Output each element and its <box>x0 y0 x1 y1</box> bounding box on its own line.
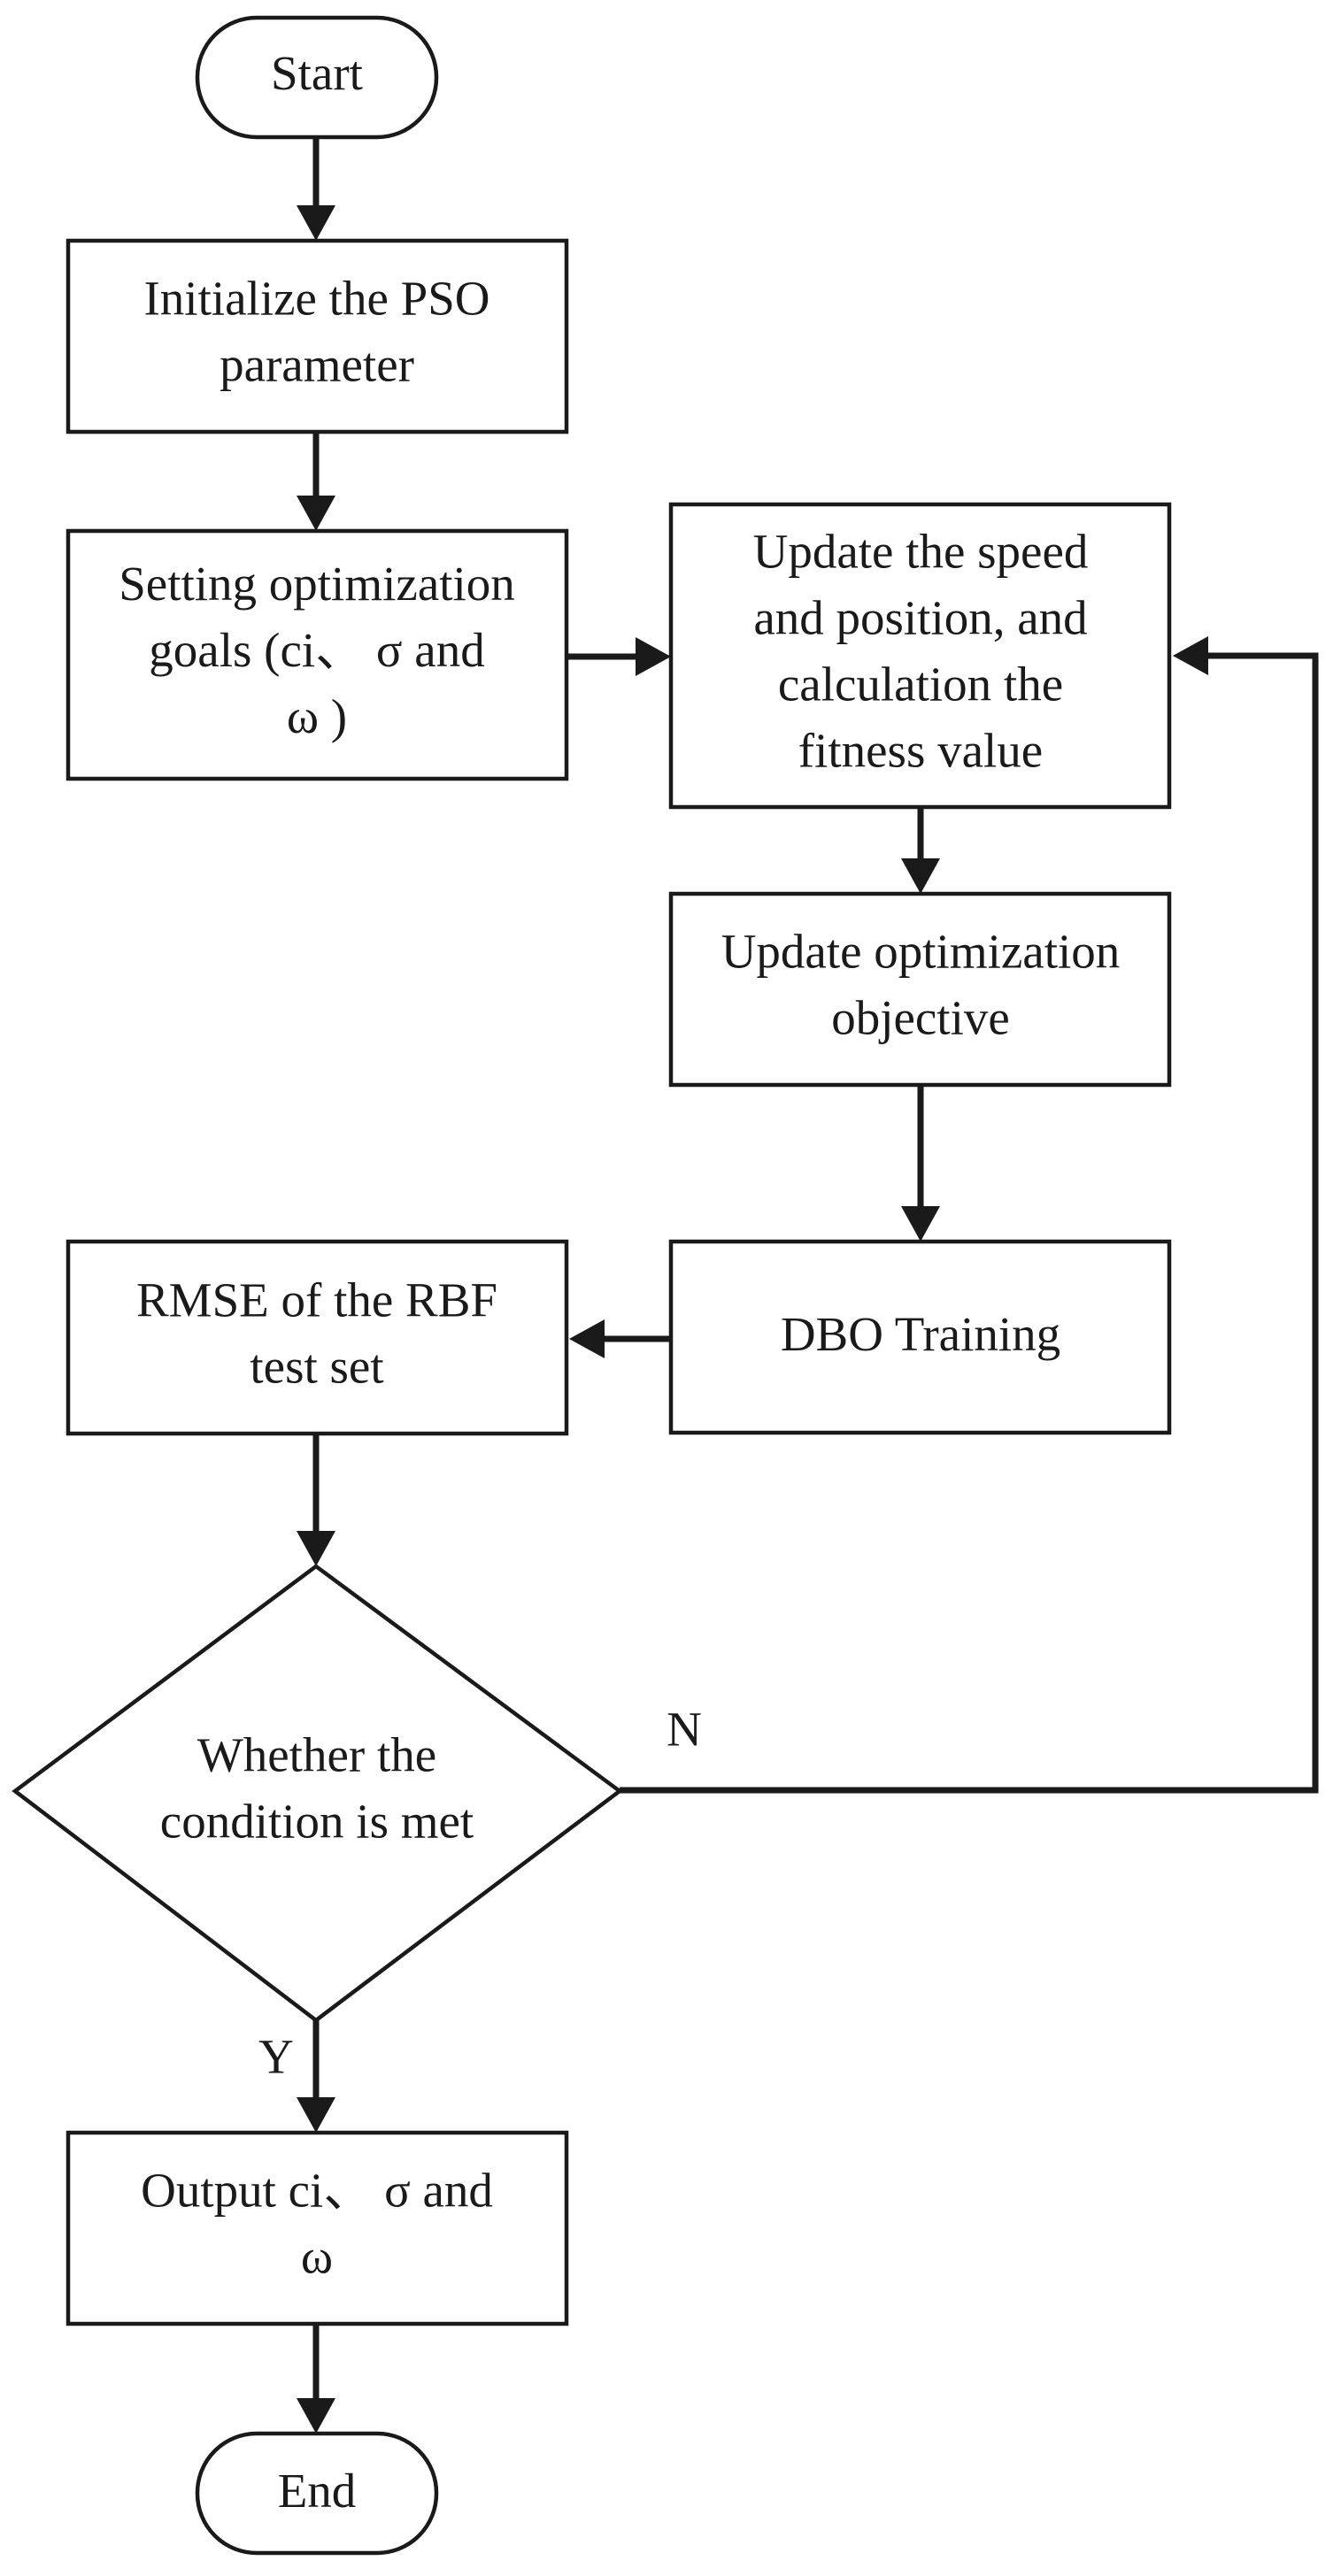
start-label-line: Start <box>271 46 363 100</box>
rmse-label-line: test set <box>250 1339 383 1393</box>
update-objective-label: Update optimization objective <box>721 924 1121 1044</box>
node-labels: Start Initialize the PSO parameter Settin… <box>119 46 1120 2518</box>
arrowhead-rmse-to-decision <box>297 1531 335 1566</box>
update-obj-label-line: objective <box>831 990 1010 1044</box>
node-shapes <box>12 15 1172 2556</box>
update-speed-label-line: fitness value <box>798 723 1043 777</box>
connectors <box>297 137 1319 2434</box>
update-obj-label-line: Update optimization <box>721 924 1121 978</box>
arrow-decision-no-loop <box>620 652 1319 1794</box>
update-speed-process-box <box>668 502 1172 810</box>
output-label-line: Output ci、 σ and <box>141 2163 493 2217</box>
init-label: Initialize the PSO parameter <box>143 271 489 391</box>
start-label: Start <box>271 46 363 100</box>
decision-label: Whether the condition is met <box>160 1727 474 1848</box>
init-process-box <box>66 238 569 434</box>
start-terminal <box>195 15 439 140</box>
goals-process-box <box>66 528 569 781</box>
update-speed-label: Update the speed and position, and calcula… <box>753 524 1089 777</box>
output-process-box <box>66 2130 569 2326</box>
arrowhead-goals-to-update-speed <box>636 637 671 676</box>
goals-label-line: ω ) <box>287 689 347 743</box>
goals-label: Setting optimization goals (ci、 σ and ω ) <box>119 557 515 743</box>
yes-branch-label: Y <box>258 2030 294 2084</box>
init-label-line: parameter <box>220 337 414 391</box>
end-terminal <box>195 2431 439 2556</box>
arrowhead-decision-no-loop <box>1173 636 1208 675</box>
update-speed-label-line: and position, and <box>753 590 1087 644</box>
no-branch-label: N <box>667 1703 702 1757</box>
rmse-process-box <box>66 1239 569 1436</box>
arrowhead-init-to-goals <box>297 496 335 531</box>
dbo-training-process-box <box>668 1239 1172 1435</box>
rmse-label: RMSE of the RBF test set <box>136 1273 497 1393</box>
arrowhead-start-to-init <box>297 205 335 241</box>
decision-label-line: condition is met <box>160 1794 474 1848</box>
update-objective-process-box <box>668 891 1172 1088</box>
dbo-training-label: DBO Training <box>781 1307 1060 1361</box>
end-label: End <box>278 2464 357 2518</box>
condition-decision-diamond <box>12 1564 623 2023</box>
arrowhead-update-obj-to-dbo <box>901 1206 940 1242</box>
arrowhead-output-to-end <box>297 2398 335 2434</box>
update-speed-label-line: Update the speed <box>753 524 1089 578</box>
output-label-line: ω <box>301 2229 333 2283</box>
output-label: Output ci、 σ and ω <box>141 2163 493 2283</box>
arrowhead-decision-to-output <box>297 2097 335 2133</box>
decision-label-line: Whether the <box>197 1727 436 1781</box>
goals-label-line: Setting optimization <box>119 557 515 611</box>
end-label-line: End <box>278 2464 357 2518</box>
arrowhead-dbo-to-rmse <box>569 1319 605 1358</box>
update-speed-label-line: calculation the <box>778 657 1063 711</box>
init-label-line: Initialize the PSO <box>143 271 489 325</box>
arrowhead-update-speed-to-update-obj <box>901 858 940 894</box>
goals-label-line: goals (ci、 σ and <box>149 623 484 677</box>
rmse-label-line: RMSE of the RBF <box>136 1273 497 1326</box>
dbo-label-line: DBO Training <box>781 1307 1060 1361</box>
edge-labels: N Y <box>258 1703 702 2084</box>
